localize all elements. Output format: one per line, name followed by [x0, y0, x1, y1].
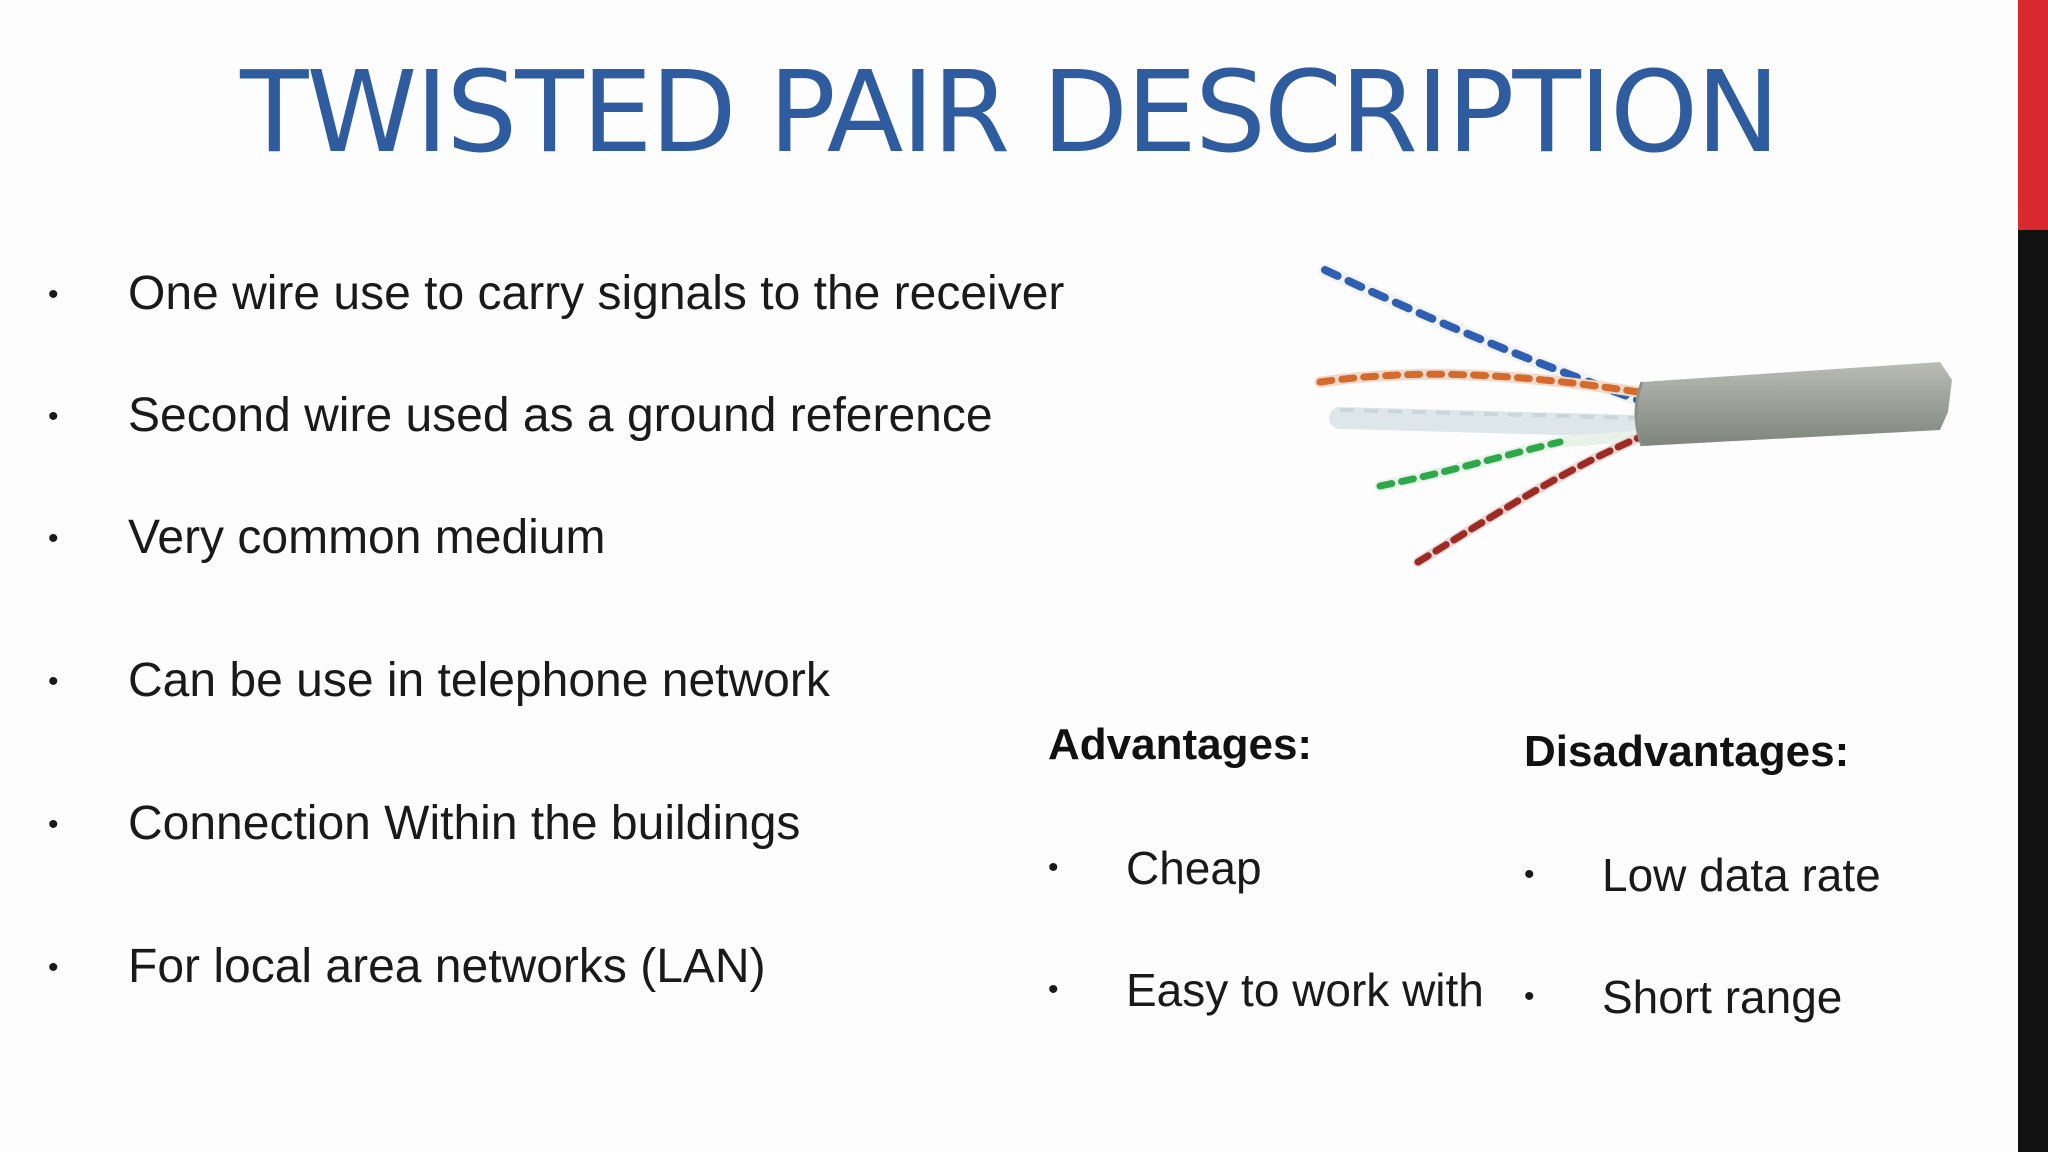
accent-bar-red: [2018, 0, 2048, 230]
disadvantage-text: Short range: [1602, 971, 1843, 1023]
bullet-text: For local area networks (LAN): [128, 940, 766, 993]
bullet-dot: •: [48, 400, 59, 433]
bullet-text: Can be use in telephone network: [128, 654, 830, 707]
bullet-dot: •: [1524, 858, 1535, 891]
slide-title: TWISTED PAIR DESCRIPTION: [240, 48, 1780, 178]
twisted-pair-cable-image: [1314, 263, 1952, 567]
disadvantages-heading: Disadvantages:: [1524, 727, 1850, 776]
bullet-dot: •: [1048, 973, 1059, 1006]
bullet-text: Second wire used as a ground reference: [128, 389, 993, 442]
bullet-dot: •: [1524, 980, 1535, 1013]
accent-bar-black: [2018, 230, 2048, 1152]
bullet-text: Very common medium: [128, 511, 606, 564]
bullet-dot: •: [48, 951, 59, 984]
advantage-text: Easy to work with: [1126, 964, 1484, 1016]
disadvantage-text: Low data rate: [1602, 849, 1881, 901]
bullet-text: One wire use to carry signals to the rec…: [128, 267, 1065, 320]
bullet-dot: •: [48, 808, 59, 841]
bullet-text: Connection Within the buildings: [128, 797, 801, 850]
advantage-text: Cheap: [1126, 842, 1262, 894]
bullet-dot: •: [48, 522, 59, 555]
advantages-heading: Advantages:: [1048, 720, 1313, 769]
bullet-dot: •: [48, 665, 59, 698]
bullet-dot: •: [1048, 851, 1059, 884]
bullet-dot: •: [48, 278, 59, 311]
